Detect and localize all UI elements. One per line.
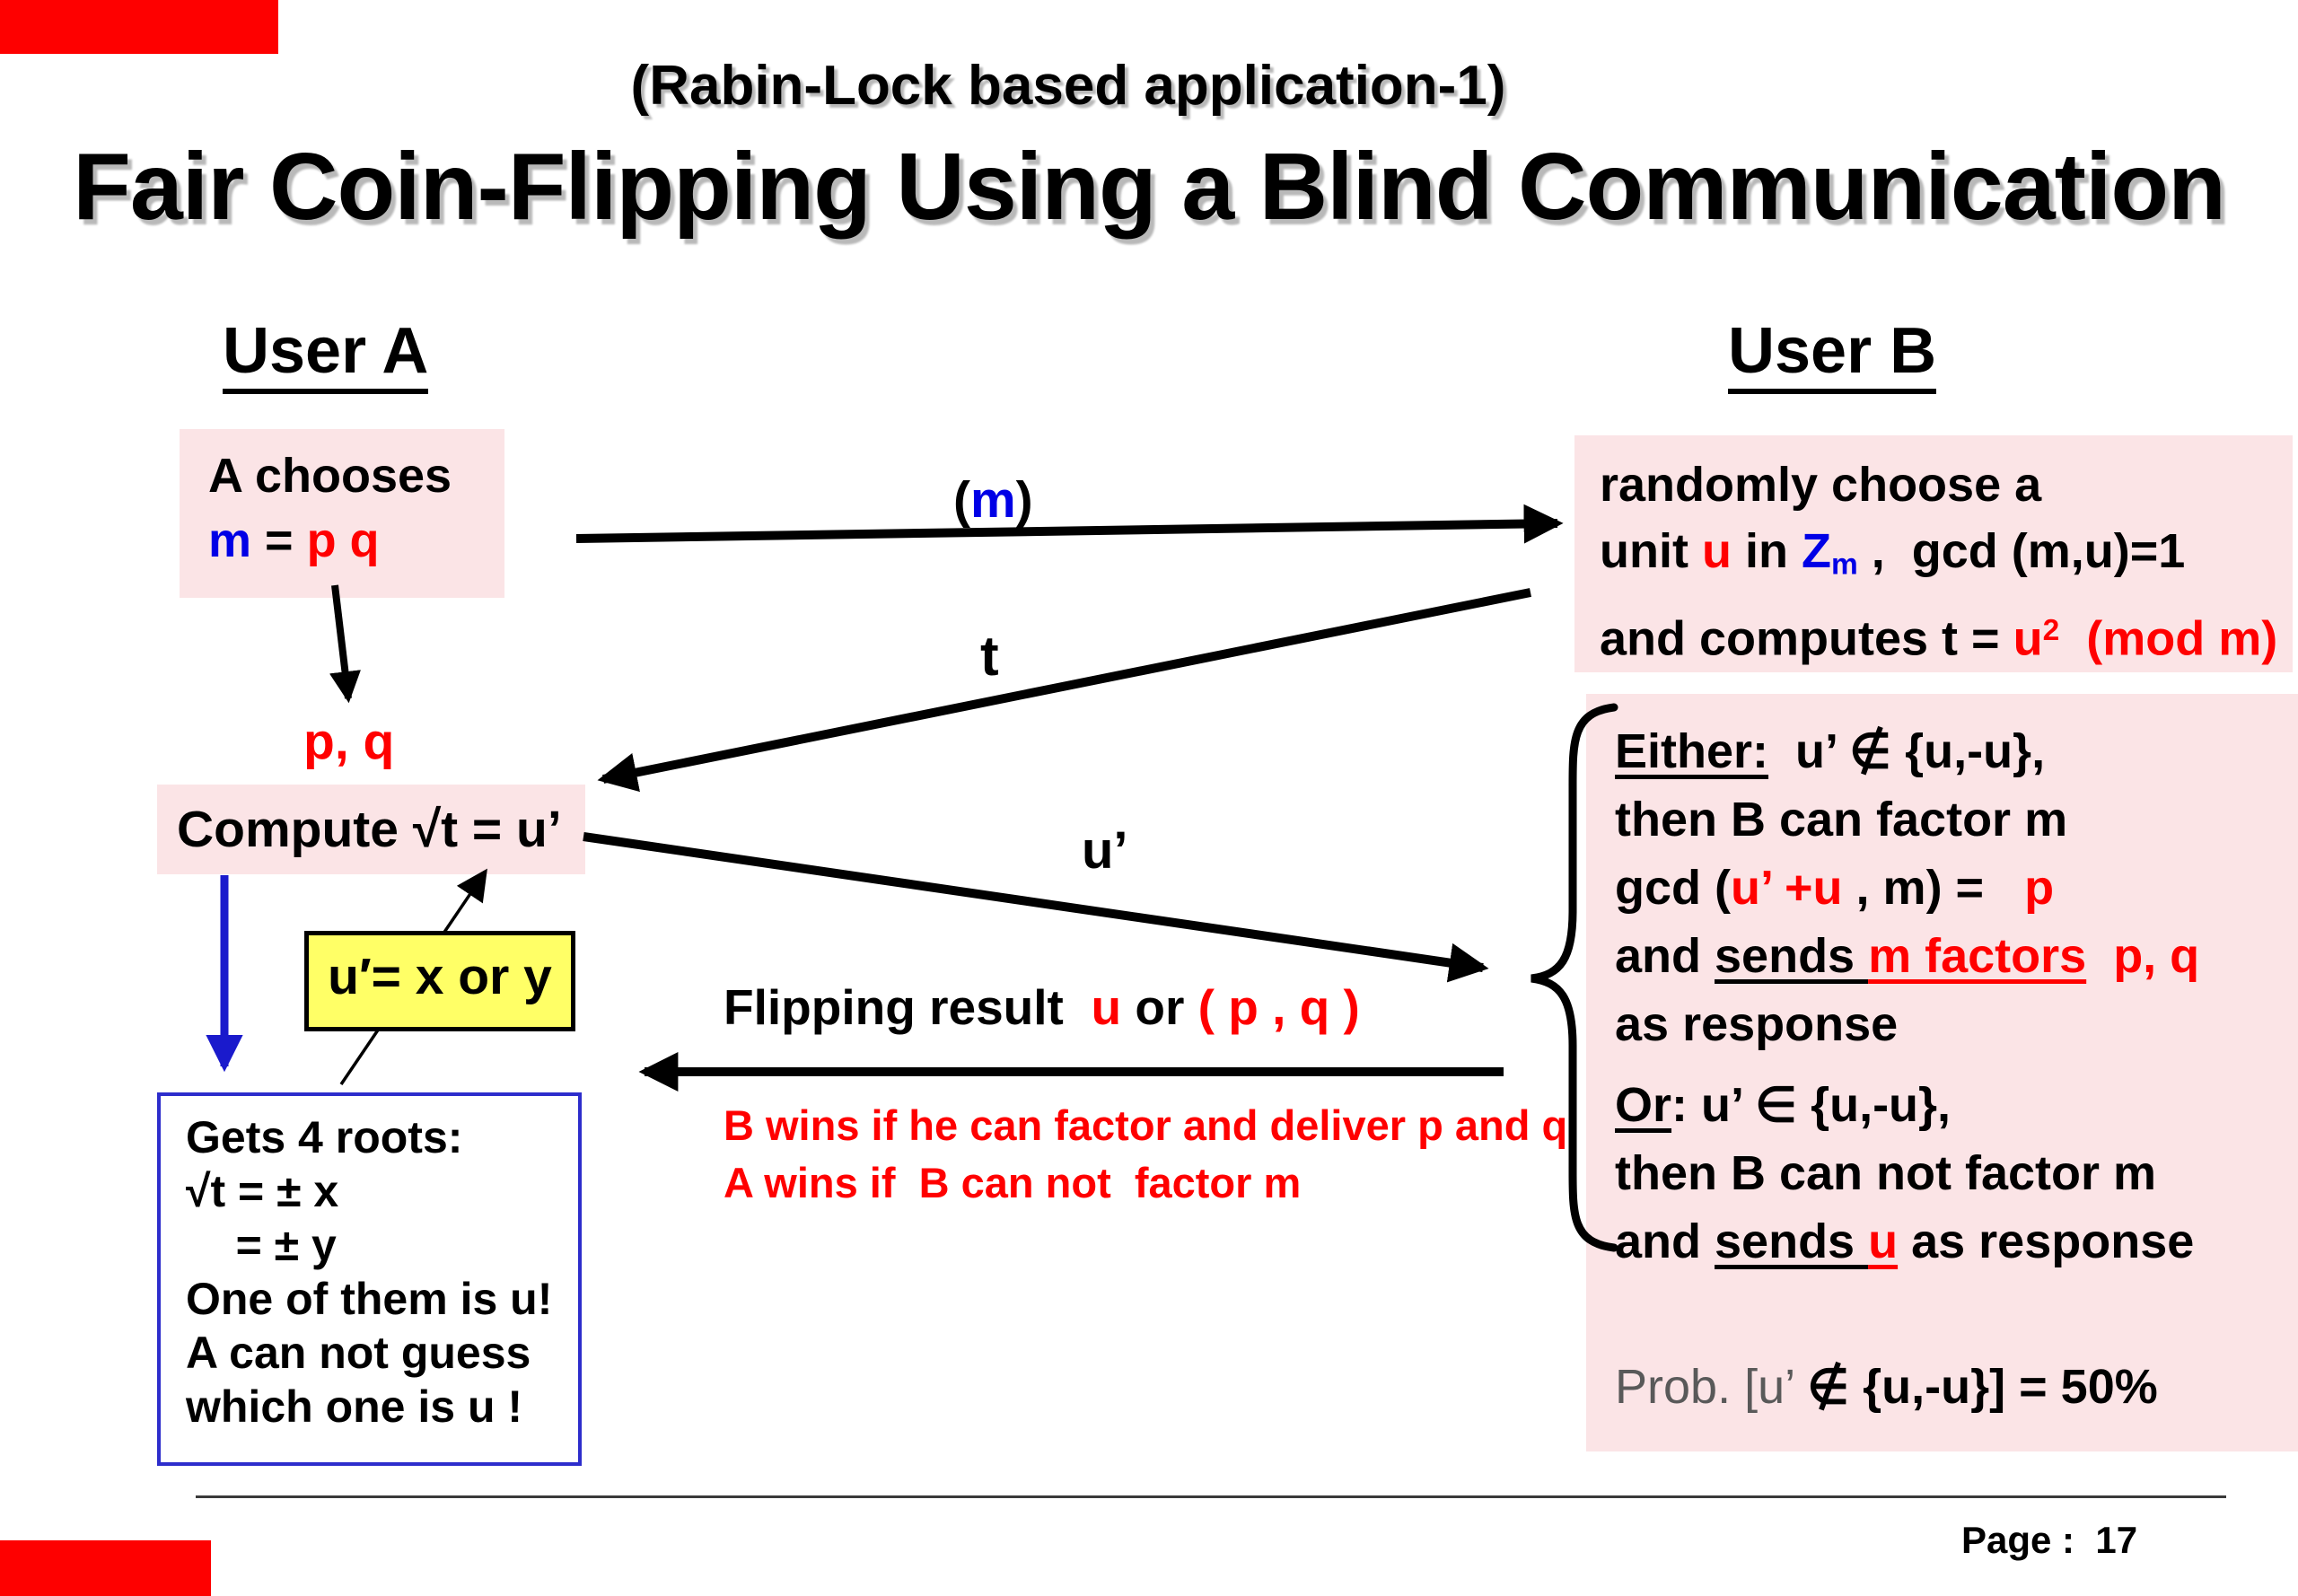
- sends2-and: and: [1615, 1215, 1715, 1268]
- b-box1-line2-in: in: [1731, 524, 1802, 578]
- sends2-word: sends: [1715, 1215, 1869, 1268]
- roots-line4: One of them is u!: [186, 1274, 553, 1324]
- sends-word: sends: [1715, 929, 1869, 983]
- message-t-label: t: [980, 626, 999, 688]
- user-b-label: User B: [1728, 315, 1937, 394]
- sends-u-line: and sends u as response: [1615, 1207, 2298, 1276]
- equals-sign: =: [251, 513, 307, 567]
- flipping-result-pq: ( p , q ): [1197, 979, 1360, 1035]
- roots-line2: √t = ± x: [186, 1166, 339, 1216]
- user-a-label: User A: [223, 315, 429, 394]
- gcd-mid: , m) =: [1842, 861, 1998, 915]
- or-word: Or: [1615, 1078, 1672, 1132]
- sends-and: and: [1615, 929, 1715, 983]
- roots-line5: A can not guess: [186, 1328, 531, 1378]
- m-paren-open: (: [953, 471, 970, 529]
- roots-line3: = ± y: [186, 1220, 337, 1270]
- m-letter: m: [969, 471, 1016, 529]
- b-either-or-box: Either: u’ ∉ {u,-u}, then B can factor m g…: [1586, 694, 2298, 1451]
- gcd-red: u’ +u: [1731, 861, 1843, 915]
- user-b-header: User B: [1728, 314, 1937, 394]
- prob-notin-symbol: ∉: [1807, 1360, 1850, 1414]
- compute-sqrt-box: Compute √t = u’: [157, 785, 585, 874]
- m-paren-close: ): [1015, 471, 1033, 529]
- bottom-left-red-decoration: [0, 1540, 211, 1596]
- probability-line: Prob. [u’ ∉ {u,-u}] = 50%: [1615, 1353, 2298, 1421]
- flipping-result-prefix: Flipping result: [724, 979, 1092, 1035]
- z-subscript-m: m: [1830, 548, 1858, 582]
- flipping-result-or: or: [1121, 979, 1198, 1035]
- u-symbol: u: [1701, 524, 1732, 578]
- gcd-line: gcd (u’ +u , m) = p: [1615, 854, 2298, 922]
- or-line: Or: u’ ∈ {u,-u},: [1615, 1071, 2298, 1139]
- b-random-choose-box: randomly choose a unit u in Zm , gcd (m,u…: [1574, 435, 2293, 672]
- message-u-prime-label: u’: [1082, 821, 1128, 880]
- sends2-rest: as response: [1898, 1215, 2195, 1268]
- a-chooses-line1: A chooses: [208, 449, 452, 503]
- sends-pq: p, q: [2086, 929, 2200, 983]
- arrow-a-to-pq: [329, 584, 361, 704]
- or-line2: then B can not factor m: [1615, 1146, 2157, 1200]
- page-number: Page : 17: [1961, 1519, 2138, 1561]
- either-rest: u’ ∉ {u,-u},: [1768, 724, 2046, 778]
- message-m-label: (m): [953, 470, 1033, 530]
- top-left-red-decoration: [0, 0, 278, 54]
- prob-prefix: Prob. [u’: [1615, 1360, 1808, 1414]
- pq-symbols: p q: [306, 513, 380, 567]
- sends2-u: u: [1868, 1215, 1899, 1268]
- b-wins-note: B wins if he can factor and deliver p an…: [724, 1101, 1568, 1149]
- either-word: Either:: [1615, 724, 1769, 778]
- arrow-u-prime-a-to-b: [583, 832, 1489, 983]
- user-a-header: User A: [223, 314, 429, 394]
- mod-m-label: (mod m): [2059, 612, 2278, 667]
- sends-factors-line: and sends m factors p, q: [1615, 922, 2298, 990]
- either-line: Either: u’ ∉ {u,-u},: [1615, 717, 2298, 785]
- gcd-p: p: [1997, 861, 2055, 915]
- m-factors: m factors: [1868, 929, 2087, 983]
- roots-line6: which one is u !: [186, 1381, 523, 1432]
- u-squared-exponent: 2: [2042, 614, 2060, 648]
- footer-divider: [196, 1495, 2226, 1498]
- b-box1-line3: and computes t = u2 (mod m): [1600, 598, 2293, 672]
- u-squared-base: u: [2013, 612, 2043, 667]
- flipping-result-label: Flipping result u or ( p , q ): [724, 978, 1360, 1036]
- m-symbol: m: [208, 513, 252, 567]
- slide-title: Fair Coin-Flipping Using a Blind Communi…: [73, 134, 2226, 240]
- or-rest: : u’ ∈ {u,-u},: [1671, 1078, 1952, 1132]
- z-symbol: Z: [1801, 524, 1831, 578]
- b-box1-line1: randomly choose a: [1600, 458, 2042, 512]
- roots-line1: Gets 4 roots:: [186, 1112, 463, 1162]
- pq-result-label: p, q: [303, 713, 395, 770]
- flipping-result-u: u: [1091, 979, 1122, 1035]
- arrow-m-a-to-b: [575, 504, 1564, 544]
- prob-rest: {u,-u}] = 50%: [1849, 1360, 2158, 1414]
- b-box1-line2-pre: unit: [1600, 524, 1702, 578]
- b-box1-line2: unit u in Zm , gcd (m,u)=1: [1600, 518, 2293, 598]
- a-chooses-line2: m = p q: [208, 508, 504, 573]
- arrow-t-b-to-a: [597, 588, 1531, 793]
- u-prime-x-or-y-box: u′= x or y: [304, 931, 575, 1031]
- b-box1-line2-rest: , gcd (m,u)=1: [1857, 524, 2186, 578]
- as-response-line: as response: [1615, 997, 1899, 1051]
- slide-subtitle: (Rabin-Lock based application-1): [630, 55, 1506, 117]
- gcd-pre: gcd (: [1615, 861, 1731, 915]
- b-box1-line3-pre: and computes t =: [1600, 612, 2013, 667]
- either-line2: then B can factor m: [1615, 793, 2068, 846]
- a-wins-note: A wins if B can not factor m: [724, 1159, 1302, 1206]
